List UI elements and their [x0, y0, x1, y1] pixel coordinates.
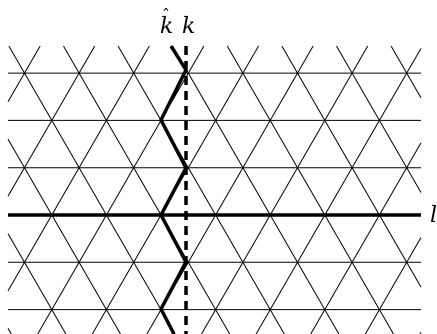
lattice-diagonal-line: [226, 45, 394, 334]
lattice-diagonal-line: [390, 45, 422, 99]
lattice-diagonal-line: [7, 45, 96, 197]
lattice-lines: [7, 45, 422, 334]
label-k-hat-accent: ˆ: [162, 6, 170, 25]
label-k: k: [182, 14, 195, 39]
lattice-diagonal-line: [255, 48, 422, 334]
lattice-diagonal-line: [201, 45, 369, 334]
lattice-diagonal-line: [364, 237, 422, 334]
label-k-hat: k: [160, 14, 173, 39]
lattice-diagonal-line: [7, 45, 150, 292]
lattice-diagonal-line: [7, 45, 41, 102]
lattice-diagonal-line: [7, 138, 121, 334]
lattice-diagonal-line: [8, 45, 176, 334]
lattice-diagonal-line: [7, 233, 67, 334]
path-k-hat: [159, 45, 189, 334]
lattice-diagonal-line: [336, 45, 422, 193]
lattice-diagonal-line: [63, 45, 231, 334]
lattice-diagonal-line: [172, 45, 340, 334]
lattice-diagonal-line: [117, 45, 285, 334]
lattice-diagonal-line: [310, 142, 422, 334]
lattice-diagonal-line: [7, 328, 12, 334]
label-l: l: [430, 203, 437, 228]
lattice-diagonal-line: [37, 45, 205, 334]
lattice-diagonal-line: [281, 45, 422, 288]
